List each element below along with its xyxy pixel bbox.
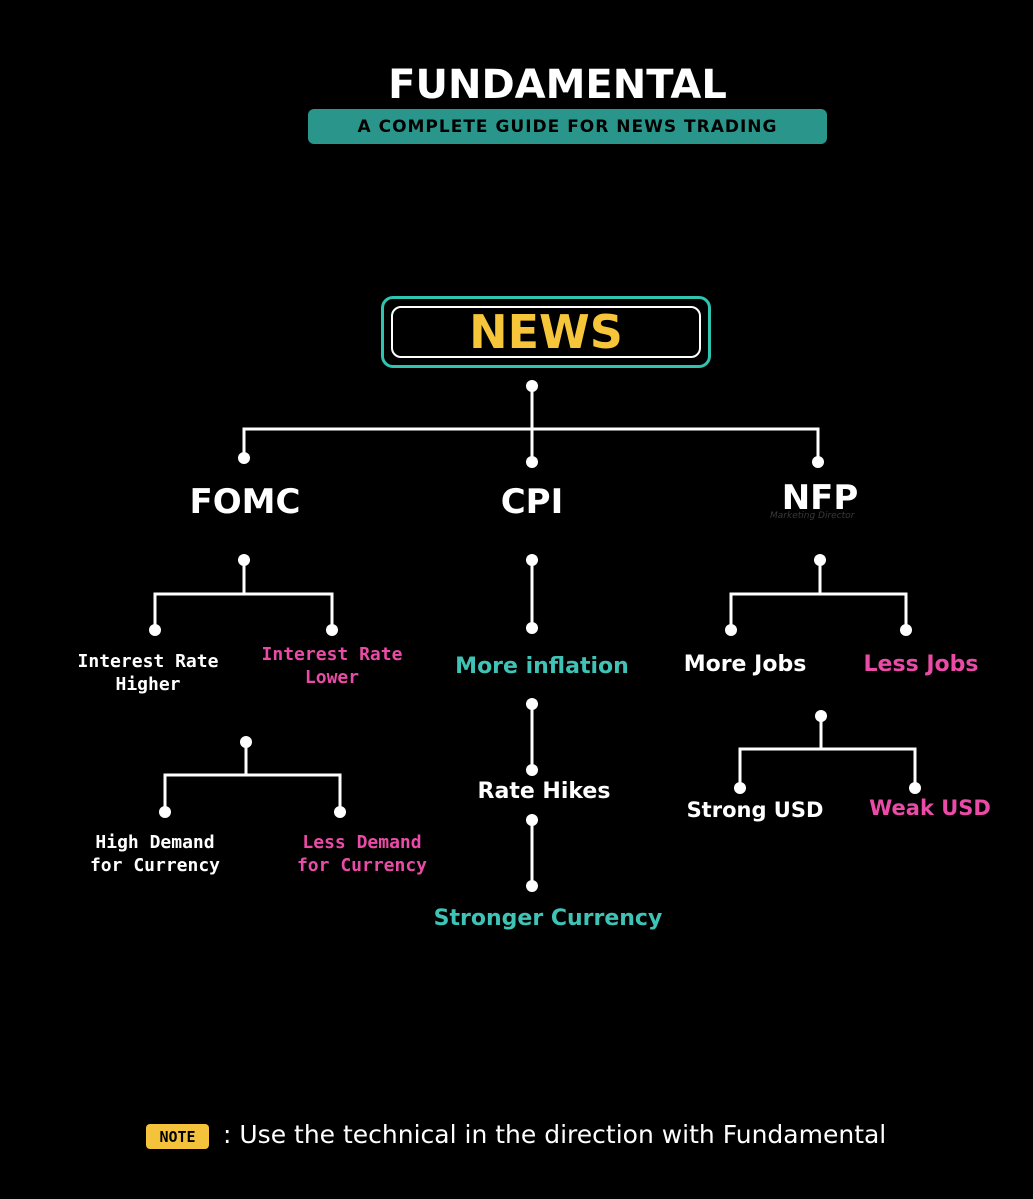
- more-jobs: More Jobs: [683, 652, 807, 677]
- rate-hikes: Rate Hikes: [477, 779, 611, 804]
- interest-rate-lower: Interest Rate Lower: [261, 644, 403, 688]
- node-dot: [526, 880, 538, 892]
- fomc-heading: FOMC: [189, 482, 301, 522]
- node-dot: [526, 622, 538, 634]
- node-dot: [526, 764, 538, 776]
- node-dot: [326, 624, 338, 636]
- cpi-heading: CPI: [500, 482, 564, 522]
- strong-usd: Strong USD: [686, 798, 824, 822]
- node-dot: [812, 456, 824, 468]
- news-root-label: NEWS: [469, 305, 623, 359]
- node-dot: [814, 554, 826, 566]
- node-dot: [815, 710, 827, 722]
- high-demand-currency: High Demand for Currency: [89, 832, 221, 876]
- node-dot: [526, 698, 538, 710]
- note-text: : Use the technical in the direction wit…: [223, 1120, 887, 1149]
- node-dot: [725, 624, 737, 636]
- node-dot: [526, 814, 538, 826]
- news-root-box: NEWS: [381, 296, 711, 368]
- node-dot: [909, 782, 921, 794]
- note-badge: NOTE: [146, 1124, 209, 1149]
- node-dot: [734, 782, 746, 794]
- less-jobs: Less Jobs: [863, 652, 979, 677]
- stronger-currency: Stronger Currency: [433, 906, 663, 931]
- page-title: FUNDAMENTAL: [388, 62, 727, 108]
- node-dot: [238, 452, 250, 464]
- subtitle-banner: A COMPLETE GUIDE FOR NEWS TRADING: [308, 109, 827, 144]
- node-dot: [240, 736, 252, 748]
- watermark-text: Marketing Director: [770, 511, 855, 521]
- node-dot: [526, 456, 538, 468]
- node-dot: [149, 624, 161, 636]
- node-dot: [159, 806, 171, 818]
- node-dot: [526, 380, 538, 392]
- nfp-heading: NFP: [781, 478, 859, 518]
- less-demand-currency: Less Demand for Currency: [296, 832, 428, 876]
- interest-rate-higher: Interest Rate Higher: [77, 651, 219, 695]
- weak-usd: Weak USD: [869, 796, 991, 820]
- node-dot: [238, 554, 250, 566]
- node-dot: [900, 624, 912, 636]
- node-dot: [334, 806, 346, 818]
- more-inflation: More inflation: [455, 654, 629, 679]
- node-dot: [526, 554, 538, 566]
